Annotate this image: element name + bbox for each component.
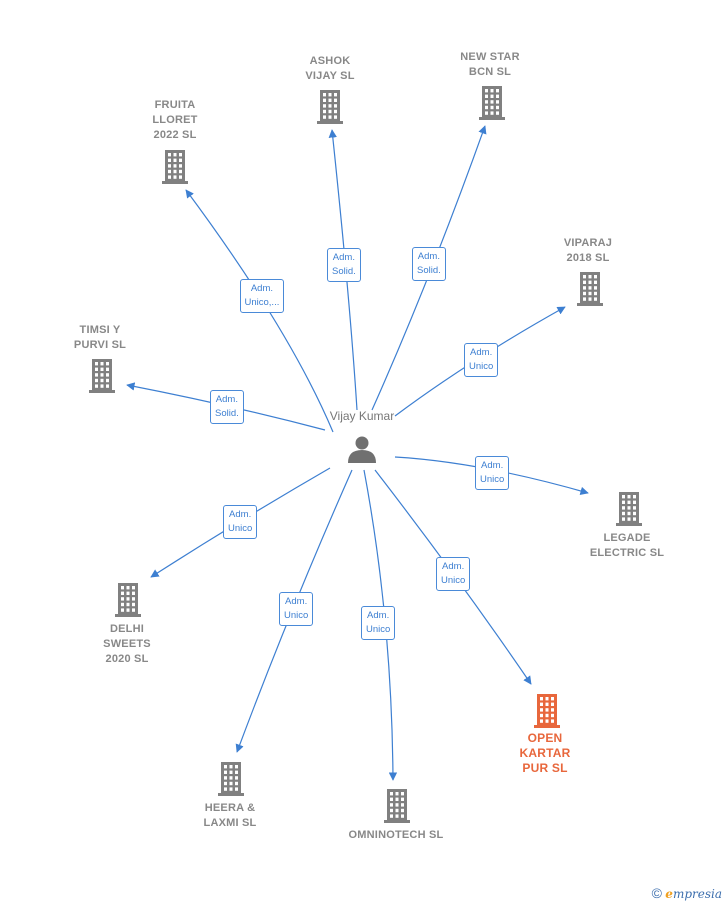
- role-badge-omninotech[interactable]: Adm. Unico: [361, 606, 396, 640]
- role-badge-viparaj[interactable]: Adm. Unico: [464, 343, 499, 377]
- company-name-ashok[interactable]: ASHOK VIJAY SL: [305, 55, 355, 82]
- role-badge-fruita[interactable]: Adm. Unico,...: [239, 279, 285, 313]
- role-badge-ashok[interactable]: Adm. Solid.: [327, 248, 361, 282]
- company-name-omninotech[interactable]: OMNINOTECH SL: [348, 829, 444, 841]
- company-name-heera[interactable]: HEERA & LAXMI SL: [203, 802, 257, 829]
- building-icon[interactable]: [218, 762, 244, 796]
- role-badge-timsi[interactable]: Adm. Solid.: [210, 390, 244, 424]
- company-name-openkartar[interactable]: OPEN KARTAR PUR SL: [519, 731, 571, 775]
- copyright-icon: ©: [651, 885, 662, 901]
- building-icon[interactable]: [577, 272, 603, 306]
- company-name-delhi[interactable]: DELHI SWEETS 2020 SL: [103, 623, 151, 665]
- brand-initial: e: [665, 887, 673, 901]
- building-icon[interactable]: [616, 492, 642, 526]
- watermark: © empresia: [652, 885, 722, 901]
- building-icon[interactable]: [479, 86, 505, 120]
- edge-fruita: [185, 189, 334, 433]
- role-badge-heera[interactable]: Adm. Unico: [279, 592, 314, 626]
- company-name-newstar[interactable]: NEW STAR BCN SL: [460, 51, 520, 78]
- role-badge-newstar[interactable]: Adm. Solid.: [412, 247, 446, 281]
- company-name-timsi[interactable]: TIMSI Y PURVI SL: [73, 324, 127, 351]
- building-icon[interactable]: [162, 150, 188, 184]
- role-badge-openkartar[interactable]: Adm. Unico: [436, 557, 471, 591]
- brand-name: mpresia: [672, 887, 722, 901]
- person-icon[interactable]: [348, 436, 376, 464]
- building-icon[interactable]: [115, 583, 141, 617]
- company-name-fruita[interactable]: FRUITA LLORET 2022 SL: [152, 99, 198, 141]
- edge-ashok: [328, 129, 358, 411]
- company-name-legade[interactable]: LEGADE ELECTRIC SL: [589, 532, 665, 559]
- building-icon[interactable]: [384, 789, 410, 823]
- building-icon[interactable]: [317, 90, 343, 124]
- role-badge-legade[interactable]: Adm. Unico: [475, 456, 510, 490]
- building-icon[interactable]: [534, 694, 560, 728]
- role-badge-delhi[interactable]: Adm. Unico: [223, 505, 258, 539]
- company-name-viparaj[interactable]: VIPARAJ 2018 SL: [563, 237, 613, 264]
- person-name[interactable]: Vijay Kumar: [329, 409, 395, 423]
- building-icon[interactable]: [89, 359, 115, 393]
